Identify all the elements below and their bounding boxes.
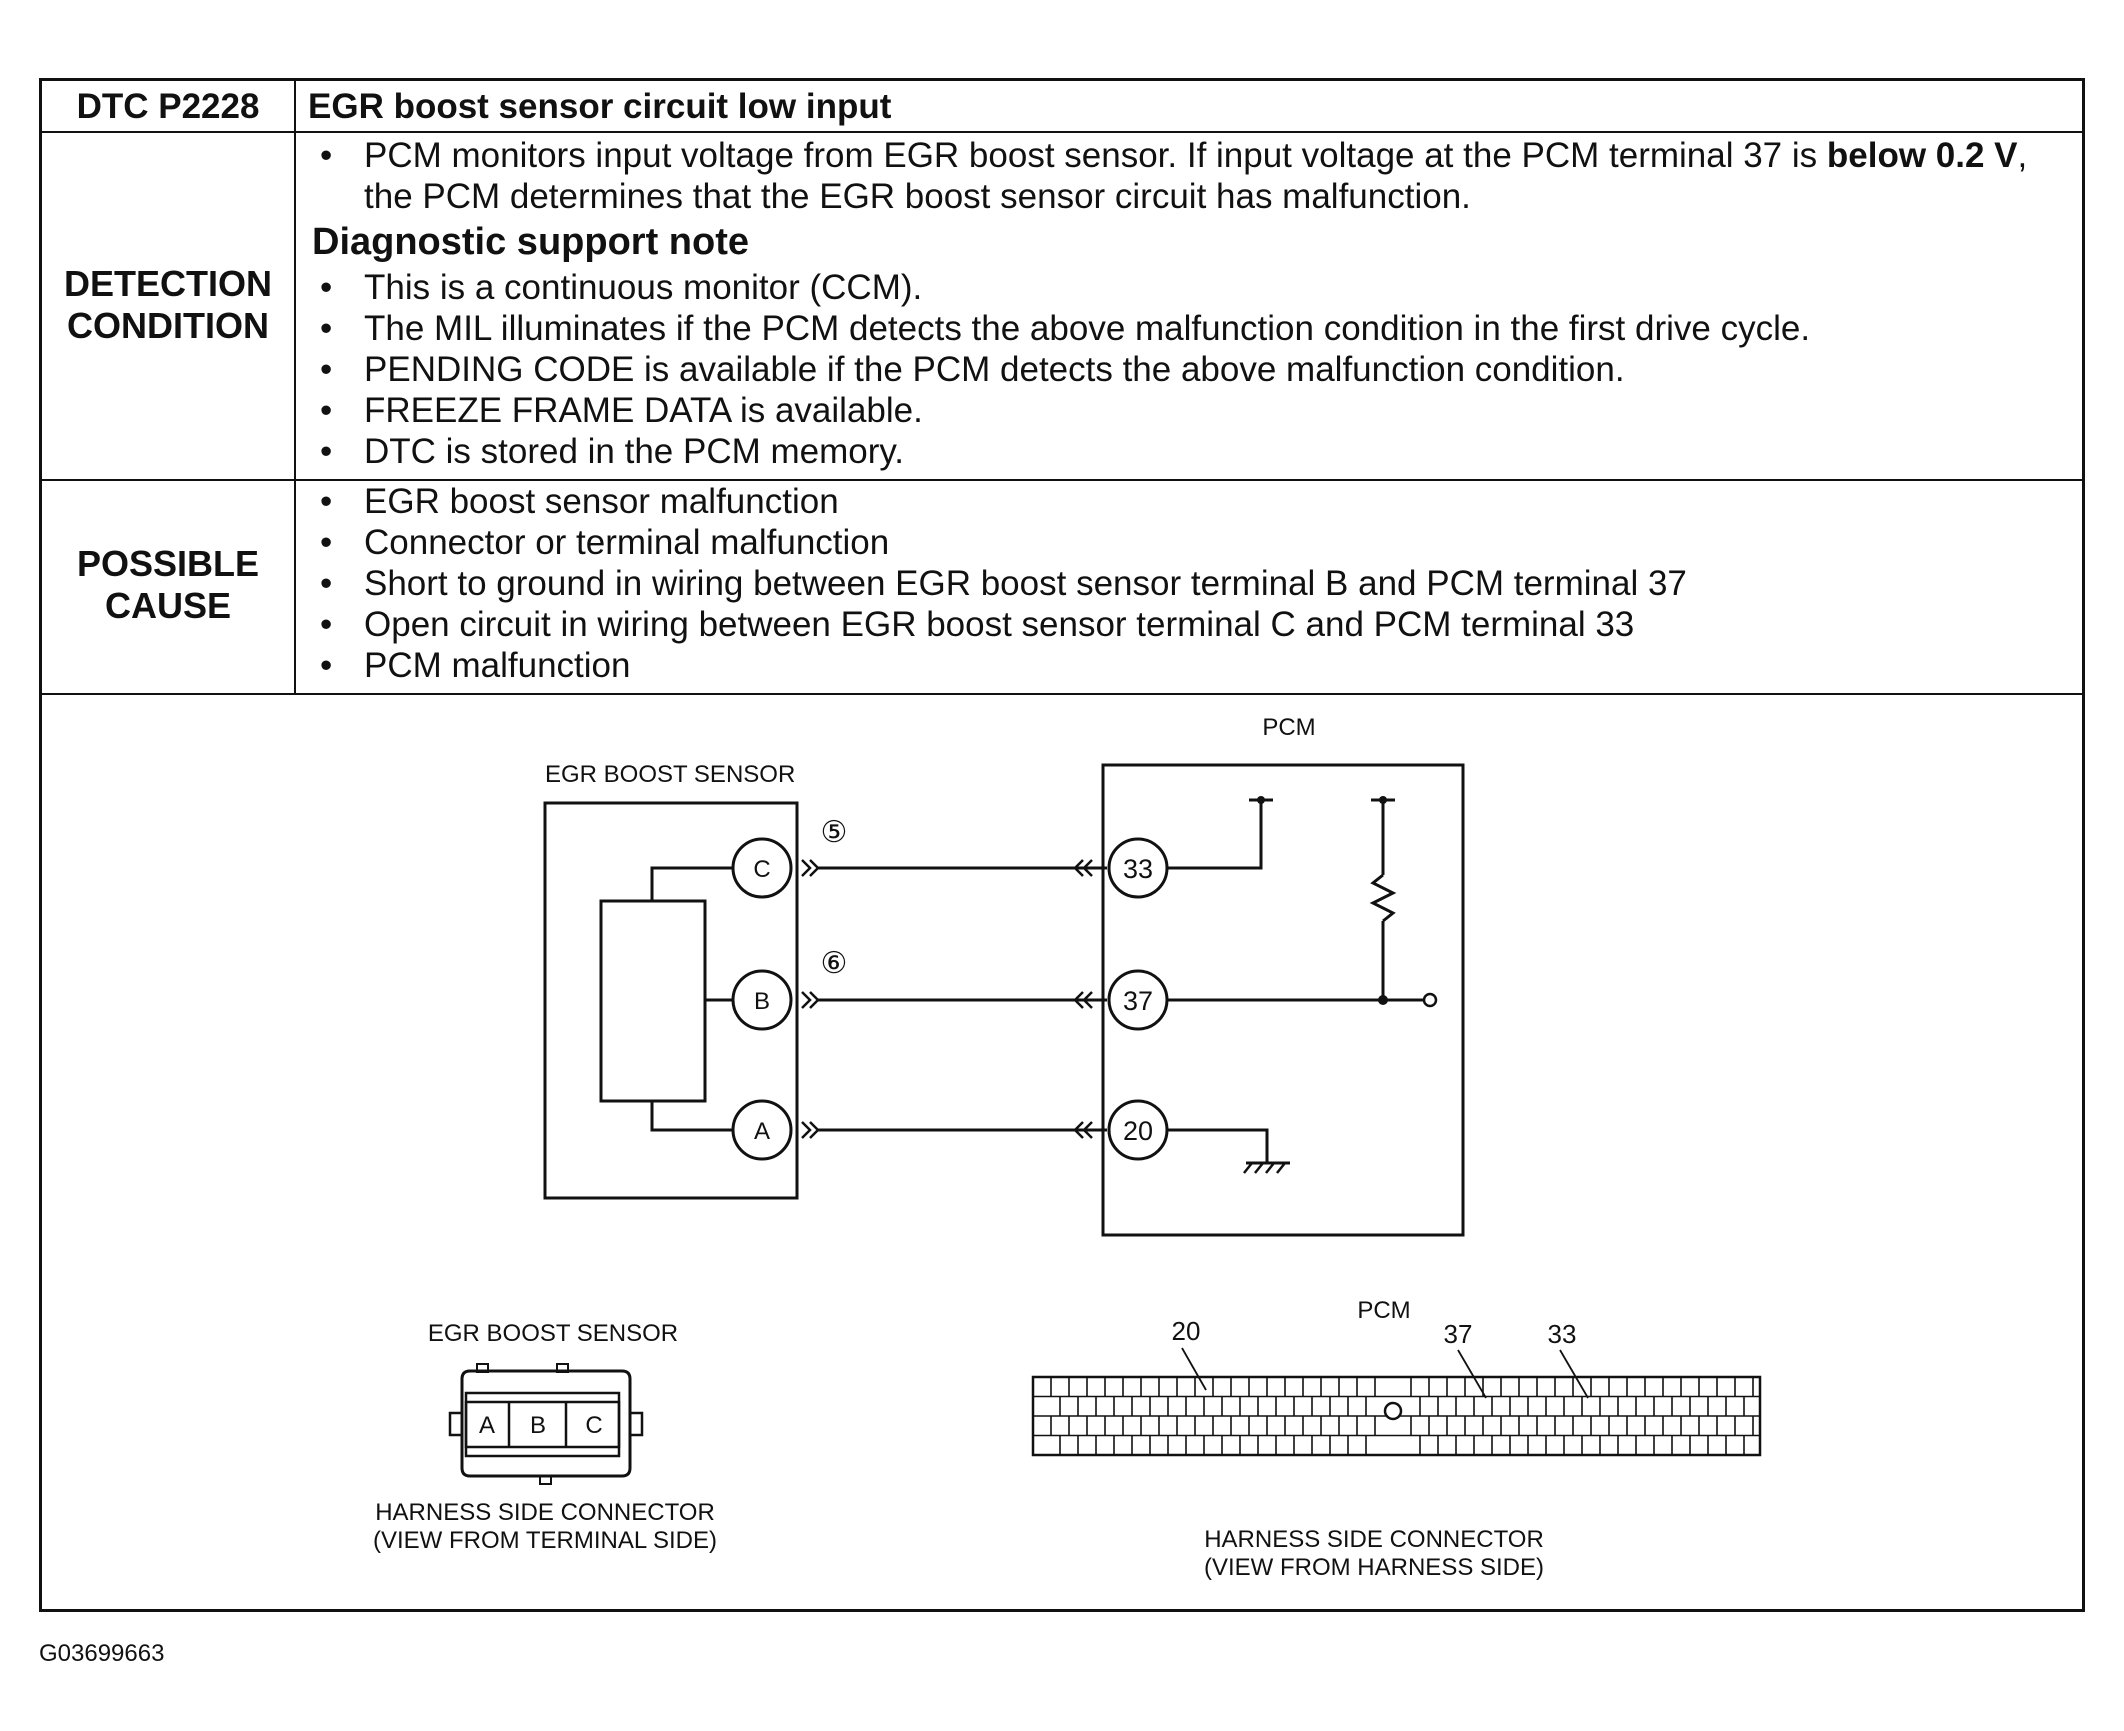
row-divider-header xyxy=(42,131,2082,133)
dtc-title: EGR boost sensor circuit low input xyxy=(308,87,892,126)
sensor-terminal-c-label: C xyxy=(753,856,770,883)
cause-item: Short to ground in wiring between EGR bo… xyxy=(312,563,1687,604)
pullup-resistor-icon xyxy=(1369,873,1397,923)
detection-label-line1: DETECTION xyxy=(63,263,272,304)
pcm-connector-title: PCM xyxy=(1357,1297,1410,1324)
sensor-terminal-a xyxy=(731,1099,793,1161)
monitor-threshold: below 0.2 V xyxy=(1826,136,2018,175)
pcm-circuit-33 xyxy=(1167,800,1263,870)
possible-cause-list: EGR boost sensor malfunction Connector o… xyxy=(312,481,1687,686)
pcm-connector: PCM 20 37 33 HARNESS SIDE CONNECTOR (VIE… xyxy=(1031,1297,1762,1581)
possible-cause-label: POSSIBLE CAUSE xyxy=(42,543,294,627)
detection-condition-label: DETECTION CONDITION xyxy=(42,263,294,347)
pcm-terminal-33 xyxy=(1107,837,1169,899)
sensor-connector-caption-2: (VIEW FROM TERMINAL SIDE) xyxy=(373,1527,717,1554)
pcm-terminal-33-label: 33 xyxy=(1123,854,1153,884)
row-divider-detection xyxy=(42,479,2082,481)
pcm-connector-grid xyxy=(1031,1375,1762,1457)
column-divider xyxy=(294,81,296,695)
sensor-wire-a xyxy=(650,1101,737,1132)
pcm-pin-20-label: 20 xyxy=(1172,1316,1201,1346)
note-item: PENDING CODE is available if the PCM det… xyxy=(312,349,1810,390)
signal-terminal-icon xyxy=(1422,992,1438,1008)
detection-monitor-list: PCM monitors input voltage from EGR boos… xyxy=(312,135,2027,217)
note-item: The MIL illuminates if the PCM detects t… xyxy=(312,308,1810,349)
detection-label-line2: CONDITION xyxy=(67,305,269,346)
chevron-icon xyxy=(801,859,812,877)
cause-item: Connector or terminal malfunction xyxy=(312,522,1687,563)
pcm-connector-caption-1: HARNESS SIDE CONNECTOR xyxy=(1204,1526,1544,1553)
dtc-table: DTC P2228 EGR boost sensor circuit low i… xyxy=(39,78,2085,1612)
chevron-icon xyxy=(1073,1121,1084,1139)
sensor-connector-caption-1: HARNESS SIDE CONNECTOR xyxy=(375,1499,715,1526)
junction-dot-icon xyxy=(1378,995,1388,1005)
connector-pin-a: A xyxy=(479,1412,495,1439)
detection-monitor-item: PCM monitors input voltage from EGR boos… xyxy=(312,135,2027,217)
sensor-terminal-b-label: B xyxy=(754,988,770,1015)
monitor-text-c: , xyxy=(2017,136,2028,175)
cause-item: PCM malfunction xyxy=(312,645,1687,686)
sensor-element xyxy=(599,899,707,1103)
cap-dot-33 xyxy=(1257,796,1265,804)
cause-label-line2: CAUSE xyxy=(104,585,232,626)
note-item: DTC is stored in the PCM memory. xyxy=(312,431,1810,472)
sensor-terminal-a-label: A xyxy=(754,1118,770,1145)
wire-marker-6: ⑥ xyxy=(821,947,848,980)
sensor-terminal-c xyxy=(731,837,793,899)
chevron-icon xyxy=(809,1121,820,1139)
connector-pin-c: C xyxy=(585,1412,602,1439)
chevron-icon xyxy=(801,1121,812,1139)
cause-item: Open circuit in wiring between EGR boost… xyxy=(312,604,1687,645)
chevron-icon xyxy=(801,991,812,1009)
chevron-icon xyxy=(1082,859,1093,877)
diagnostic-note-heading: Diagnostic support note xyxy=(312,221,749,263)
chevron-icon xyxy=(809,859,820,877)
sensor-wire-c xyxy=(650,866,737,901)
cause-item: EGR boost sensor malfunction xyxy=(312,481,1687,522)
chevron-icon xyxy=(1082,1121,1093,1139)
sensor-connector: EGR BOOST SENSOR A B C HARNESS SIDE CONN… xyxy=(373,1320,717,1554)
dtc-code: DTC P2228 xyxy=(76,87,260,126)
pcm-terminal-37 xyxy=(1107,969,1169,1031)
chevron-icon xyxy=(1073,859,1084,877)
pcm-terminal-37-label: 37 xyxy=(1123,986,1153,1016)
note-item: This is a continuous monitor (CCM). xyxy=(312,267,1810,308)
sensor-terminal-b xyxy=(731,969,793,1031)
chevron-icon xyxy=(1073,991,1084,1009)
connector-pin-b: B xyxy=(530,1412,546,1439)
chevron-icon xyxy=(1082,991,1093,1009)
pcm-connector-key-icon xyxy=(1383,1401,1403,1421)
chevron-icon xyxy=(809,991,820,1009)
sensor-box xyxy=(543,801,799,1200)
row-divider-cause xyxy=(42,693,2082,695)
wire-marker-5: ⑤ xyxy=(821,816,848,849)
document-id: G03699663 xyxy=(39,1640,165,1667)
pcm-connector-caption-2: (VIEW FROM HARNESS SIDE) xyxy=(1204,1554,1544,1581)
pcm-pin-37-label: 37 xyxy=(1444,1319,1473,1349)
diagnostic-notes-list: This is a continuous monitor (CCM). The … xyxy=(312,267,1810,472)
pcm-block-label: PCM xyxy=(1262,714,1315,741)
monitor-text-a: PCM monitors input voltage from EGR boos… xyxy=(364,136,1827,175)
pcm-terminal-20 xyxy=(1107,1099,1169,1161)
cap-dot-vref xyxy=(1379,796,1387,804)
sensor-block-label: EGR BOOST SENSOR xyxy=(545,761,795,788)
pcm-pin-33-label: 33 xyxy=(1548,1319,1577,1349)
pcm-terminal-20-label: 20 xyxy=(1123,1116,1153,1146)
pcm-circuit-20 xyxy=(1167,1128,1269,1163)
sensor-connector-title: EGR BOOST SENSOR xyxy=(428,1320,678,1347)
cause-label-line1: POSSIBLE xyxy=(76,543,260,584)
note-item: FREEZE FRAME DATA is available. xyxy=(312,390,1810,431)
monitor-text-line2: the PCM determines that the EGR boost se… xyxy=(364,177,1471,216)
